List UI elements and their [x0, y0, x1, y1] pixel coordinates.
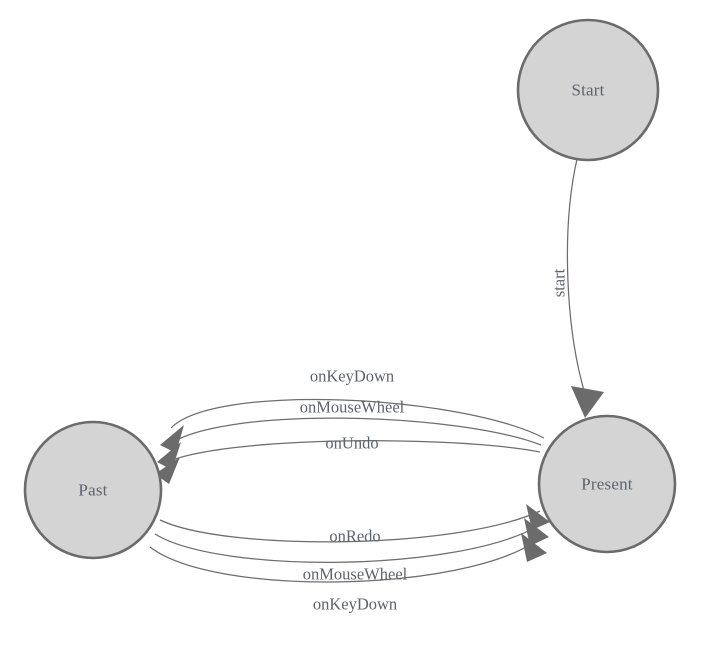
edge-path-past-present-onmousewheel — [154, 525, 539, 563]
edge-path-present-past-onundo — [164, 440, 541, 464]
arrowhead-present-past-onundo — [155, 457, 180, 484]
edge-past-to-present-onkeydown[interactable] — [149, 533, 547, 583]
node-start[interactable]: Start — [516, 18, 660, 162]
edge-past-to-present-onredo[interactable] — [159, 504, 550, 543]
arrowhead-past-present-onkeydown — [521, 533, 547, 562]
node-present-circle — [537, 414, 677, 554]
edge-path-present-past-onmousewheel — [166, 417, 542, 447]
edge-path-past-present-onkeydown — [149, 540, 537, 583]
edge-path-present-past-onkeydown — [170, 398, 545, 439]
edge-label-past-present-onredo: onRedo — [329, 527, 380, 546]
node-present-label: Present — [581, 475, 633, 494]
edge-label-present-past-onundo: onUndo — [325, 434, 378, 453]
edge-path-start-present — [566, 158, 586, 395]
edge-label-present-past-onkeydown: onKeyDown — [310, 367, 394, 386]
edge-present-to-past-onundo[interactable] — [155, 440, 541, 484]
node-present[interactable]: Present — [537, 414, 677, 554]
arrowhead-past-present-onredo — [526, 504, 550, 530]
node-start-label: Start — [571, 81, 604, 100]
node-past[interactable]: Past — [23, 420, 163, 560]
edge-label-past-present-onmousewheel: onMouseWheel — [303, 565, 408, 584]
edge-start-to-present[interactable] — [566, 158, 604, 418]
arrowhead-past-present-onmousewheel — [524, 518, 549, 546]
edge-present-to-past-onmousewheel[interactable] — [157, 417, 542, 470]
edge-past-to-present-onmousewheel[interactable] — [154, 518, 549, 563]
arrowhead-present-past-onmousewheel — [157, 442, 181, 470]
arrowhead-start-present — [571, 386, 604, 418]
edge-label-past-present-onkeydown: onKeyDown — [313, 595, 397, 614]
node-start-circle — [516, 18, 660, 162]
edge-label-present-past-onmousewheel: onMouseWheel — [300, 398, 405, 417]
node-past-label: Past — [78, 481, 107, 500]
arrowhead-present-past-onkeydown — [160, 425, 184, 453]
edge-label-start: start — [550, 268, 569, 297]
edge-path-past-present-onredo — [159, 510, 541, 543]
node-past-circle — [23, 420, 163, 560]
